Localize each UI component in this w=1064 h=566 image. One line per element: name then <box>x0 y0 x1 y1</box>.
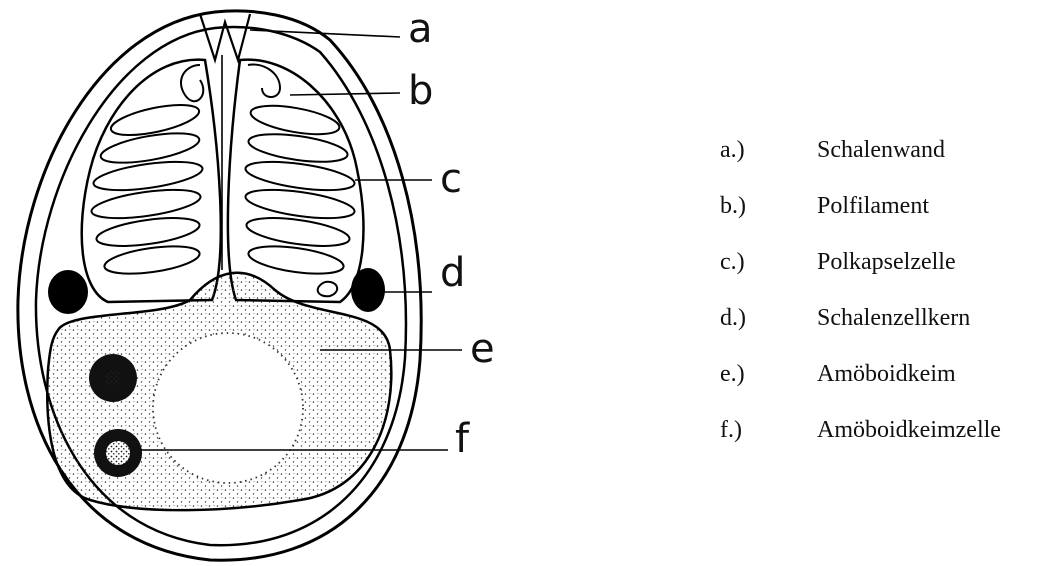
callout-e: e <box>470 326 495 372</box>
legend-label: Schalenzellkern <box>817 305 970 332</box>
legend-label: Amöboidkeimzelle <box>817 417 1001 444</box>
legend-label: Polkapselzelle <box>817 249 956 276</box>
legend-key: d.) <box>720 305 746 332</box>
legend-label: Polfilament <box>817 193 929 220</box>
callout-a: a <box>408 6 433 52</box>
shell-nucleus-left <box>48 270 88 314</box>
legend-label: Schalenwand <box>817 137 945 164</box>
germ-cell-upper-core <box>105 370 121 386</box>
shell-nucleus-right <box>351 268 385 312</box>
legend-key: b.) <box>720 193 746 220</box>
legend-key: f.) <box>720 417 742 444</box>
legend-key: c.) <box>720 249 745 276</box>
callout-f: f <box>455 416 470 462</box>
legend-key: a.) <box>720 137 745 164</box>
callout-c: c <box>440 156 462 202</box>
germ-clear-zone <box>153 333 303 483</box>
callout-d: d <box>440 250 465 296</box>
legend-label: Amöboidkeim <box>817 361 956 388</box>
callout-b: b <box>408 68 433 114</box>
legend-key: e.) <box>720 361 745 388</box>
